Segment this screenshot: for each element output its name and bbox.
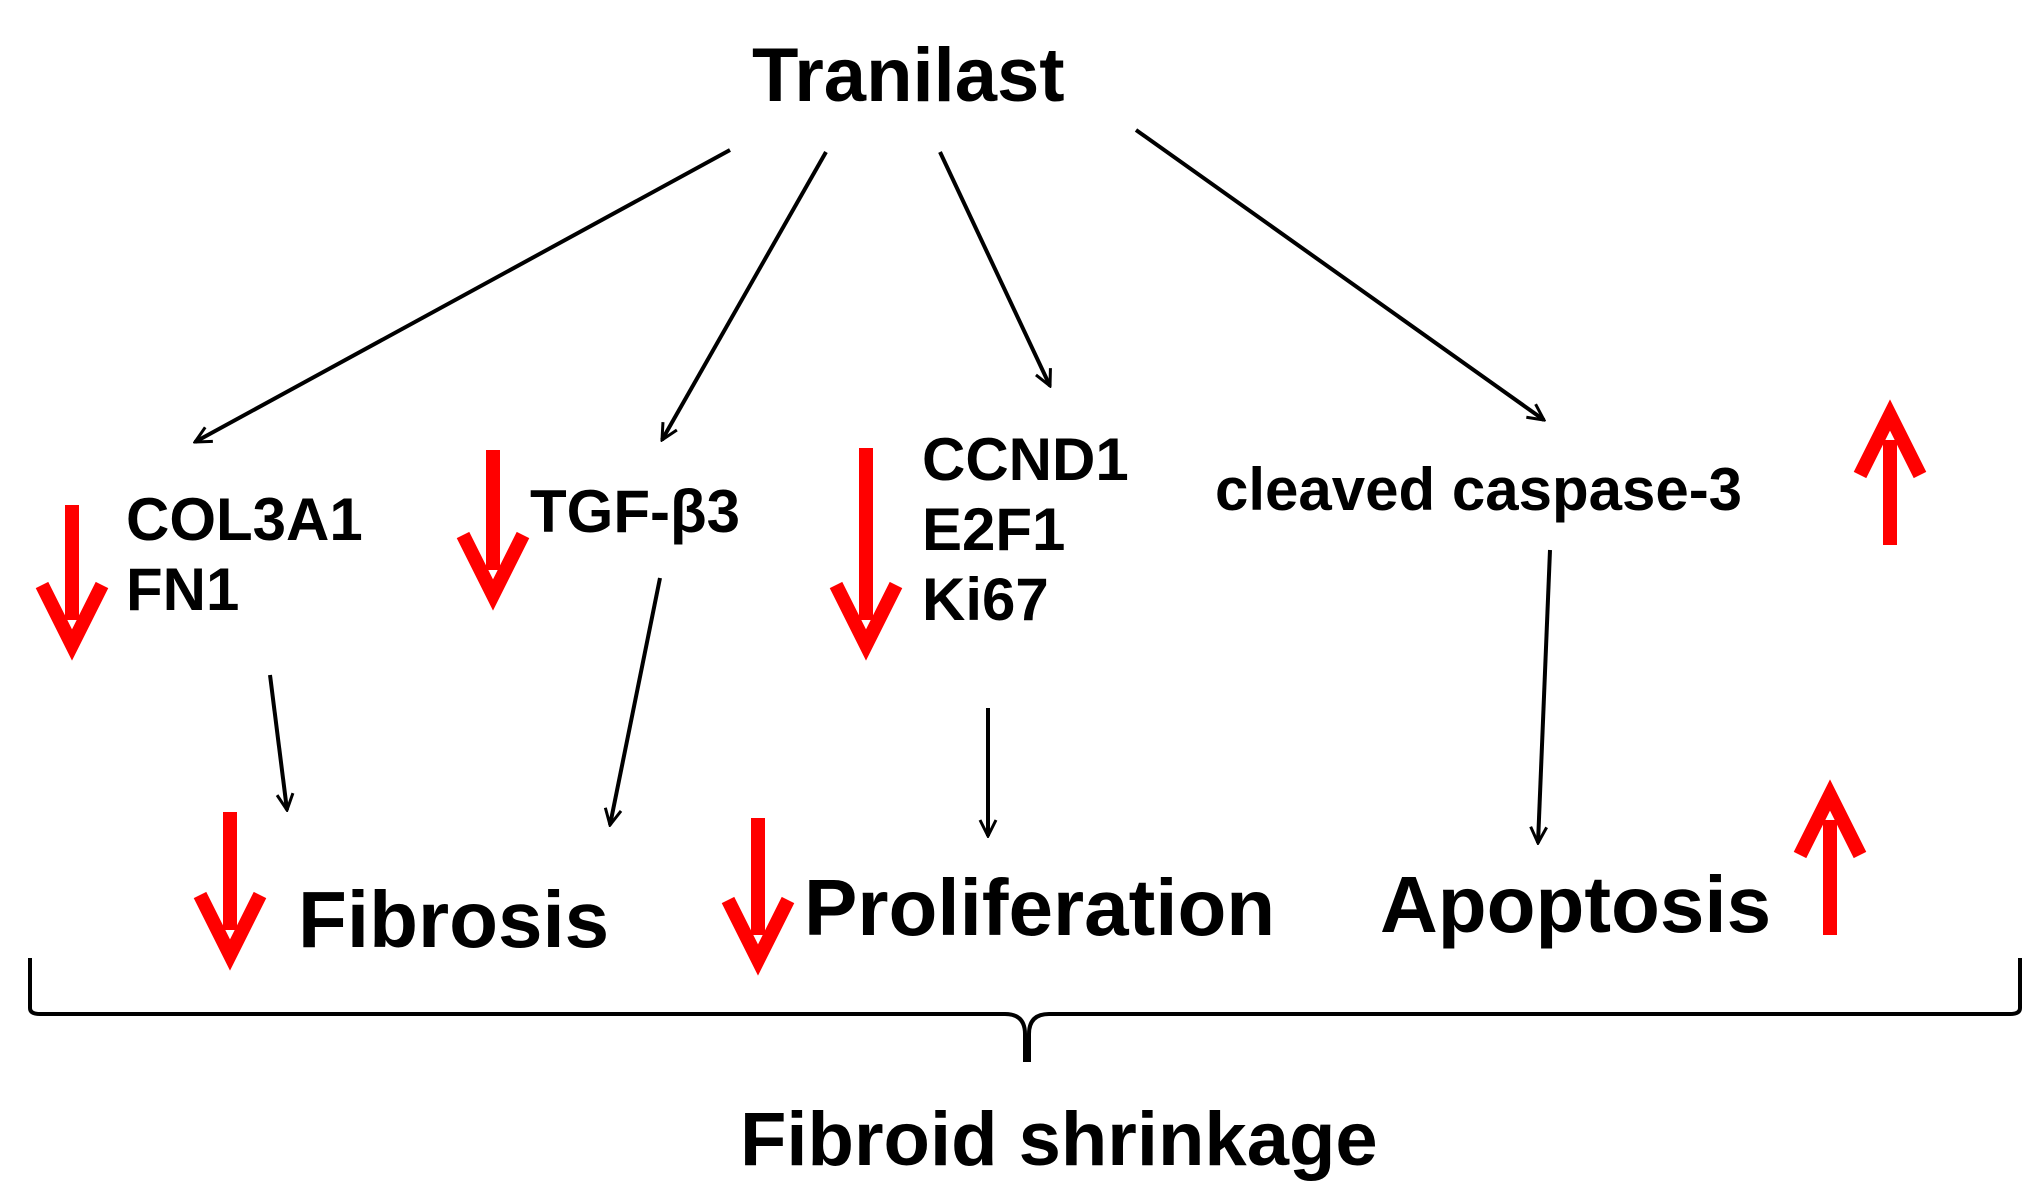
edge-tranilast-to-tgf bbox=[660, 151, 828, 440]
cleaved-caspase-3-label: cleaved caspase-3 bbox=[1215, 456, 1743, 523]
gene-ki67: Ki67 bbox=[922, 566, 1049, 633]
gene-col3a1: COL3A1 bbox=[126, 486, 363, 553]
edge-tgf-to-fibrosis bbox=[610, 577, 662, 825]
gene-fn1: FN1 bbox=[126, 556, 240, 623]
down-arrow-icon bbox=[721, 818, 795, 976]
gene-e2f1: E2F1 bbox=[922, 496, 1066, 563]
edge-col3a1-to-fibrosis bbox=[268, 674, 287, 810]
fibroid-shrinkage-label: Fibroid shrinkage bbox=[740, 1097, 1378, 1182]
fibrosis-label: Fibrosis bbox=[298, 875, 610, 964]
edge-tranilast-to-caspase bbox=[1134, 128, 1544, 420]
down-arrow-icon bbox=[829, 448, 903, 661]
gene-ccnd1: CCND1 bbox=[922, 426, 1129, 493]
down-arrow-icon bbox=[193, 812, 267, 971]
tgf-beta3-label: TGF-β3 bbox=[530, 478, 740, 545]
down-arrow-icon bbox=[35, 505, 109, 661]
proliferation-label: Proliferation bbox=[804, 863, 1276, 952]
matrix-genes: COL3A1 FN1 bbox=[126, 490, 363, 620]
apoptosis-label: Apoptosis bbox=[1380, 860, 1772, 949]
edge-tranilast-to-col3a1 bbox=[195, 148, 731, 444]
cell-cycle-genes: CCND1 E2F1 Ki67 bbox=[922, 430, 1129, 630]
tranilast-label: Tranilast bbox=[752, 33, 1065, 118]
edge-tranilast-to-ccnd1 bbox=[938, 151, 1050, 386]
edge-caspase-to-apoptosis bbox=[1538, 549, 1552, 843]
grouping-brace bbox=[28, 958, 2022, 1062]
up-arrow-icon bbox=[1853, 399, 1927, 545]
up-arrow-icon bbox=[1793, 779, 1867, 935]
down-arrow-icon bbox=[456, 450, 530, 611]
